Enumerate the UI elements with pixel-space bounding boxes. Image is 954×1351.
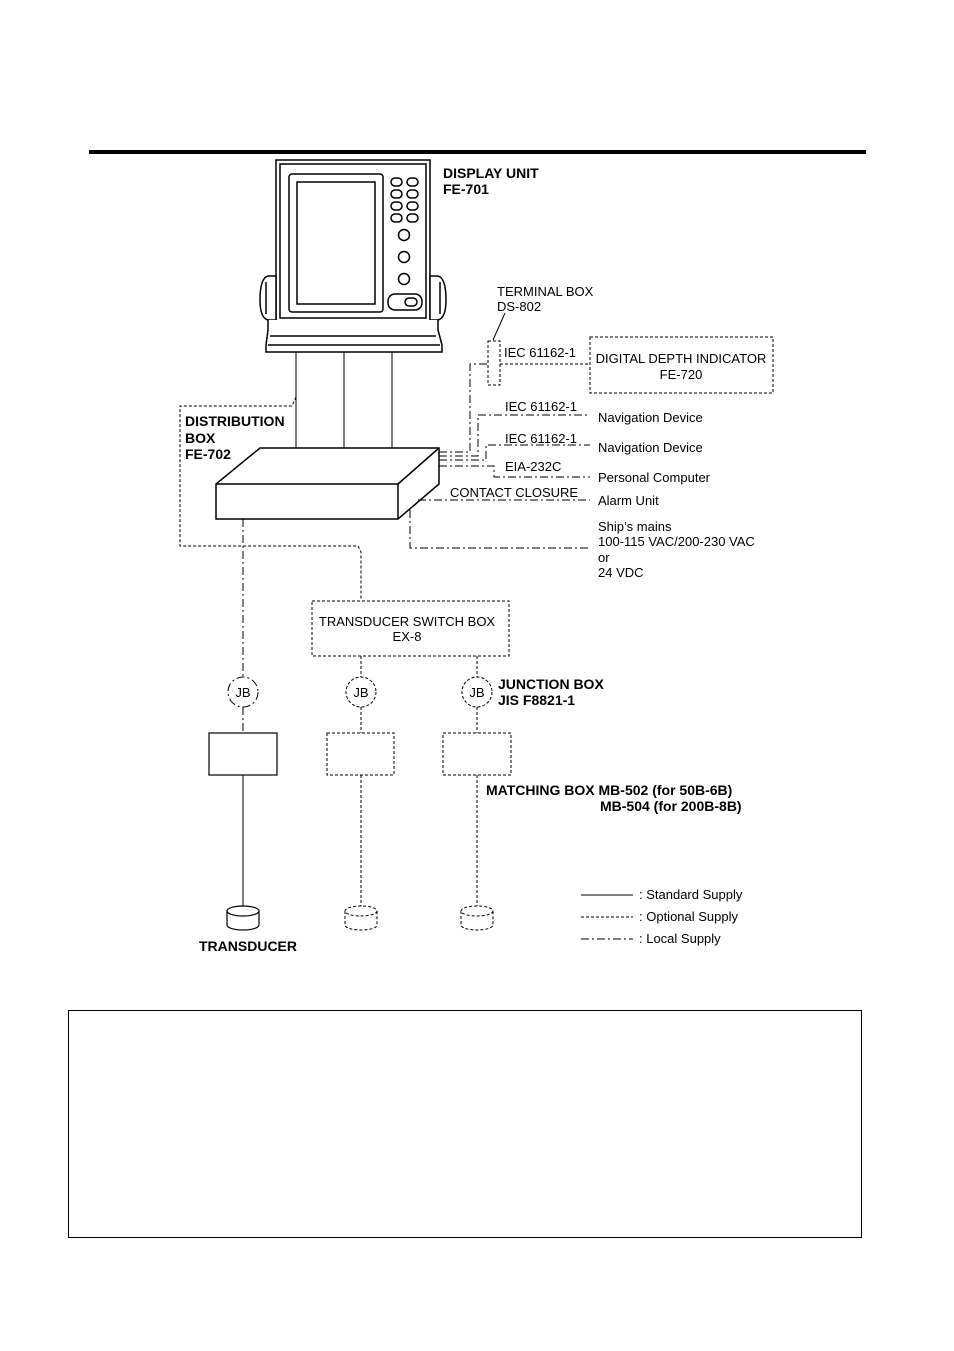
iec-label-3: IEC 61162-1 xyxy=(505,431,577,446)
distribution-box-line2: BOX xyxy=(185,430,216,446)
digital-depth-indicator-model: FE-720 xyxy=(660,367,703,382)
eia-label: EIA-232C xyxy=(505,459,561,474)
junction-box-3-label: JB xyxy=(469,685,484,700)
iec-label-1: IEC 61162-1 xyxy=(504,345,576,360)
junction-box-model: JIS F8821-1 xyxy=(498,692,575,708)
switch-box-model: EX-8 xyxy=(393,629,422,644)
matching-box-line1: MATCHING BOX MB-502 (for 50B-6B) xyxy=(486,782,732,798)
matching-box-3 xyxy=(442,732,512,776)
distribution-box-model: FE-702 xyxy=(185,446,231,462)
display-cables xyxy=(295,352,393,462)
matching-box-2 xyxy=(326,732,395,776)
local-supply-connections xyxy=(242,363,590,680)
matching-box-line2: MB-504 (for 200B-8B) xyxy=(600,798,742,814)
terminal-box-pointer xyxy=(492,312,506,341)
display-unit-title: DISPLAY UNIT xyxy=(443,165,539,181)
terminal-box xyxy=(487,340,501,386)
optional-cable-to-switch xyxy=(179,396,362,600)
junction-box-1-label: JB xyxy=(235,685,250,700)
notes-frame xyxy=(68,1010,862,1238)
terminal-box-model: DS-802 xyxy=(497,299,541,314)
junction-box-3: JB xyxy=(461,676,493,708)
digital-depth-indicator-title: DIGITAL DEPTH INDICATOR xyxy=(596,351,767,366)
junction-box-2: JB xyxy=(345,676,377,708)
switch-box-title: TRANSDUCER SWITCH BOX xyxy=(319,614,496,629)
ships-mains-line4: 24 VDC xyxy=(598,565,644,580)
optional-cables-lower xyxy=(360,656,478,906)
transducer-2 xyxy=(344,905,378,931)
ships-mains-line2: 100-115 VAC/200-230 VAC xyxy=(598,534,755,549)
legend-local-label: : Local Supply xyxy=(639,931,721,946)
terminal-box-title: TERMINAL BOX xyxy=(497,284,594,299)
junction-box-2-label: JB xyxy=(353,685,368,700)
transducer-3 xyxy=(460,905,494,931)
junction-box-1: JB xyxy=(227,676,259,708)
ships-mains-line3: or xyxy=(598,550,610,565)
personal-computer: Personal Computer xyxy=(598,470,711,485)
contact-closure-label: CONTACT CLOSURE xyxy=(450,485,578,500)
legend-standard-label: : Standard Supply xyxy=(639,887,743,902)
transducer-1 xyxy=(226,905,260,931)
ships-mains-line1: Ship’s mains xyxy=(598,519,672,534)
distribution-box-line1: DISTRIBUTION xyxy=(185,413,285,429)
transducer-title: TRANSDUCER xyxy=(199,938,297,954)
distribution-box xyxy=(215,447,440,520)
iec-label-2: IEC 61162-1 xyxy=(505,399,577,414)
digital-depth-indicator-box xyxy=(589,336,774,394)
display-unit-model: FE-701 xyxy=(443,181,489,197)
display-unit xyxy=(259,159,447,353)
legend-optional-label: : Optional Supply xyxy=(639,909,739,924)
legend: : Standard Supply : Optional Supply : Lo… xyxy=(581,887,743,946)
alarm-unit: Alarm Unit xyxy=(598,493,659,508)
navigation-device-2: Navigation Device xyxy=(598,440,703,455)
navigation-device-1: Navigation Device xyxy=(598,410,703,425)
junction-box-title: JUNCTION BOX xyxy=(498,676,604,692)
matching-box-1 xyxy=(208,732,278,776)
transducer-switch-box xyxy=(311,600,510,657)
